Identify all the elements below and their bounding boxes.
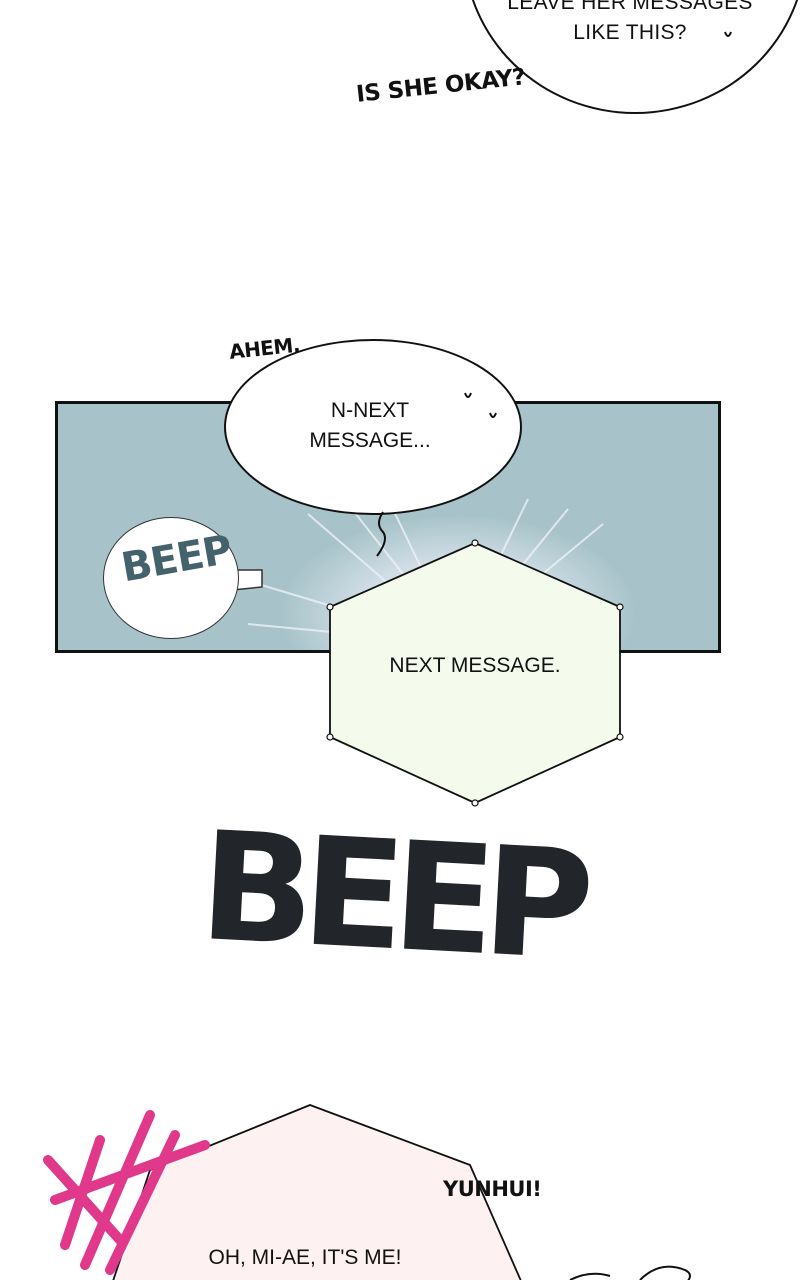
speech-bubble-middle <box>224 339 522 515</box>
bottom-right-scribble <box>569 1265 691 1280</box>
speech-line-2: LIKE THIS? <box>573 21 687 44</box>
hexagon-text: NEXT MESSAGE. <box>389 654 561 677</box>
bottom-bubble-text: OH, MI-AE, IT'S ME! <box>208 1246 402 1269</box>
sweat-mark <box>464 392 472 398</box>
pink-marks <box>43 1110 210 1275</box>
speech-bubble-top-text: LEAVE HER MESSAGES LIKE THIS? <box>495 0 765 48</box>
hexagon-corner-marks <box>326 539 624 807</box>
speech-line-1: LEAVE HER MESSAGES <box>507 0 753 14</box>
sweat-mark <box>489 412 497 418</box>
beep-bubble <box>103 517 239 639</box>
speech-line-1: N-NEXT <box>330 399 410 422</box>
sweat-mark <box>724 31 732 37</box>
bubble-tail-squiggle <box>376 511 386 557</box>
sfx-yunhui: YUNHUI! <box>443 1177 542 1201</box>
speech-bubble-middle-text: N-NEXT MESSAGE... <box>270 396 470 456</box>
speech-line-2: MESSAGE... <box>309 429 431 452</box>
